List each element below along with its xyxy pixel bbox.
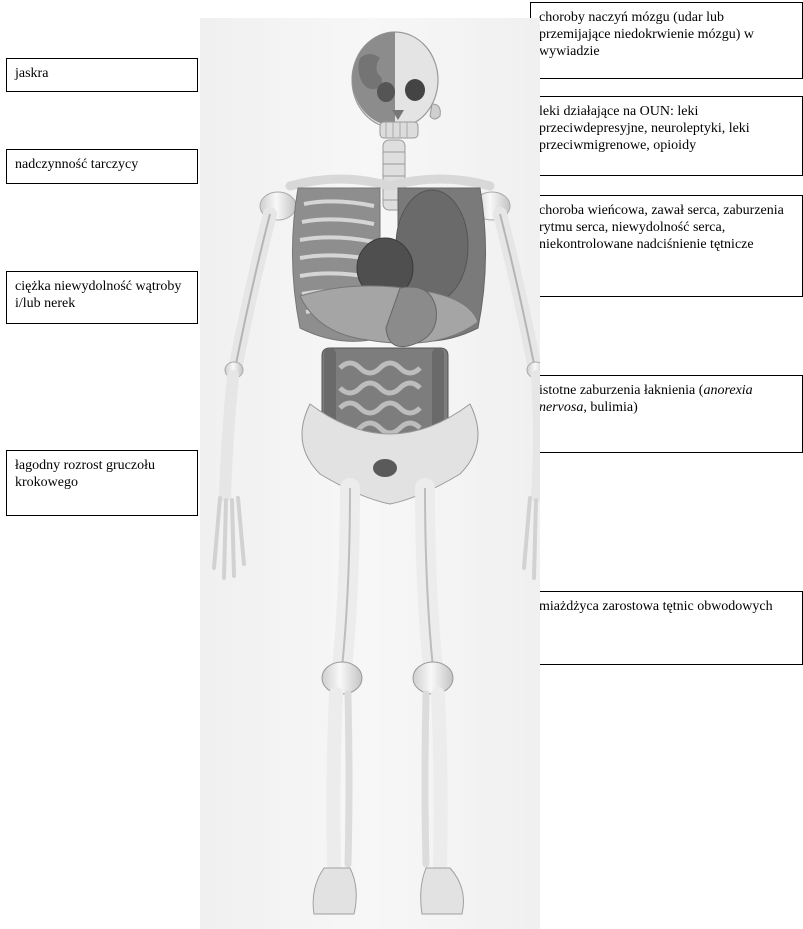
skeleton-figure xyxy=(200,18,540,929)
label-peripheral-arteries-text: miażdżyca zarostowa tętnic obwodowych xyxy=(539,599,773,614)
label-eating-disorders: istotne zaburzenia łaknienia (anorexia n… xyxy=(530,375,803,453)
label-glaucoma: jaskra xyxy=(6,58,198,92)
label-cerebrovascular: choroby naczyń mózgu (udar lub przemijaj… xyxy=(530,2,803,79)
label-liver-kidney-text: ciężka niewydolność wątroby i/lub nerek xyxy=(15,279,181,311)
label-glaucoma-text: jaskra xyxy=(15,66,48,81)
label-cardiac-text: choroba wieńcowa, zawał serca, zaburzeni… xyxy=(539,203,784,252)
left-knee xyxy=(322,662,362,694)
label-hyperthyroidism: nadczynność tarczycy xyxy=(6,149,198,184)
label-liver-kidney: ciężka niewydolność wątroby i/lub nerek xyxy=(6,271,198,324)
label-prostate-text: łagodny rozrost gruczołu krokowego xyxy=(15,458,155,490)
label-hyperthyroidism-text: nadczynność tarczycy xyxy=(15,157,138,172)
label-eating-prefix: istotne zaburzenia łaknienia ( xyxy=(539,383,703,398)
label-prostate: łagodny rozrost gruczołu krokowego xyxy=(6,450,198,516)
skeleton-illustration xyxy=(200,18,540,929)
label-cns-drugs-text: leki działające na OUN: leki przeciwdepr… xyxy=(539,104,750,153)
label-cerebrovascular-text: choroby naczyń mózgu (udar lub przemijaj… xyxy=(539,10,754,59)
label-eating-suffix: , bulimia) xyxy=(583,400,637,415)
label-cns-drugs: leki działające na OUN: leki przeciwdepr… xyxy=(530,96,803,176)
label-cardiac: choroba wieńcowa, zawał serca, zaburzeni… xyxy=(530,195,803,297)
label-peripheral-arteries: miażdżyca zarostowa tętnic obwodowych xyxy=(530,591,803,665)
bladder xyxy=(373,459,397,477)
